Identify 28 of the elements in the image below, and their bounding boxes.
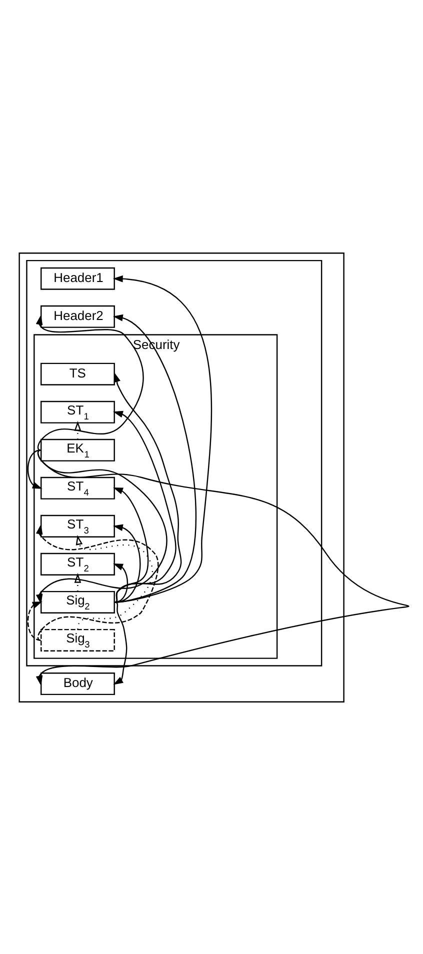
arrow [113,563,128,602]
node-box: TS [40,362,115,385]
node-box: EK$_{1}$ [40,438,115,461]
arrow [114,372,182,602]
arrow [74,572,82,592]
node-box: Sig$_{2}$ [40,590,115,613]
arrow [36,450,406,686]
node-box: Header2 [40,304,115,328]
arrow [113,410,176,602]
arrow [113,314,197,602]
node-box: ST$_{3}$ [40,514,115,537]
arrow [74,420,82,439]
cluster [18,252,344,702]
arrow [113,487,149,602]
arrow [36,524,159,640]
arrow [112,274,212,602]
node-box: Body [40,672,115,695]
arrow [36,314,144,450]
arrow [27,601,42,640]
arrow [27,449,42,488]
arrow [113,524,141,602]
node-box: Sig$_{3}$ [40,628,115,651]
node-box: ST$_{2}$ [40,552,115,575]
arrow [113,601,128,684]
node-box: Header1 [40,266,115,290]
arrow [76,534,153,630]
node-box: ST$_{4}$ [40,476,115,499]
node-box: ST$_{1}$ [40,400,115,423]
